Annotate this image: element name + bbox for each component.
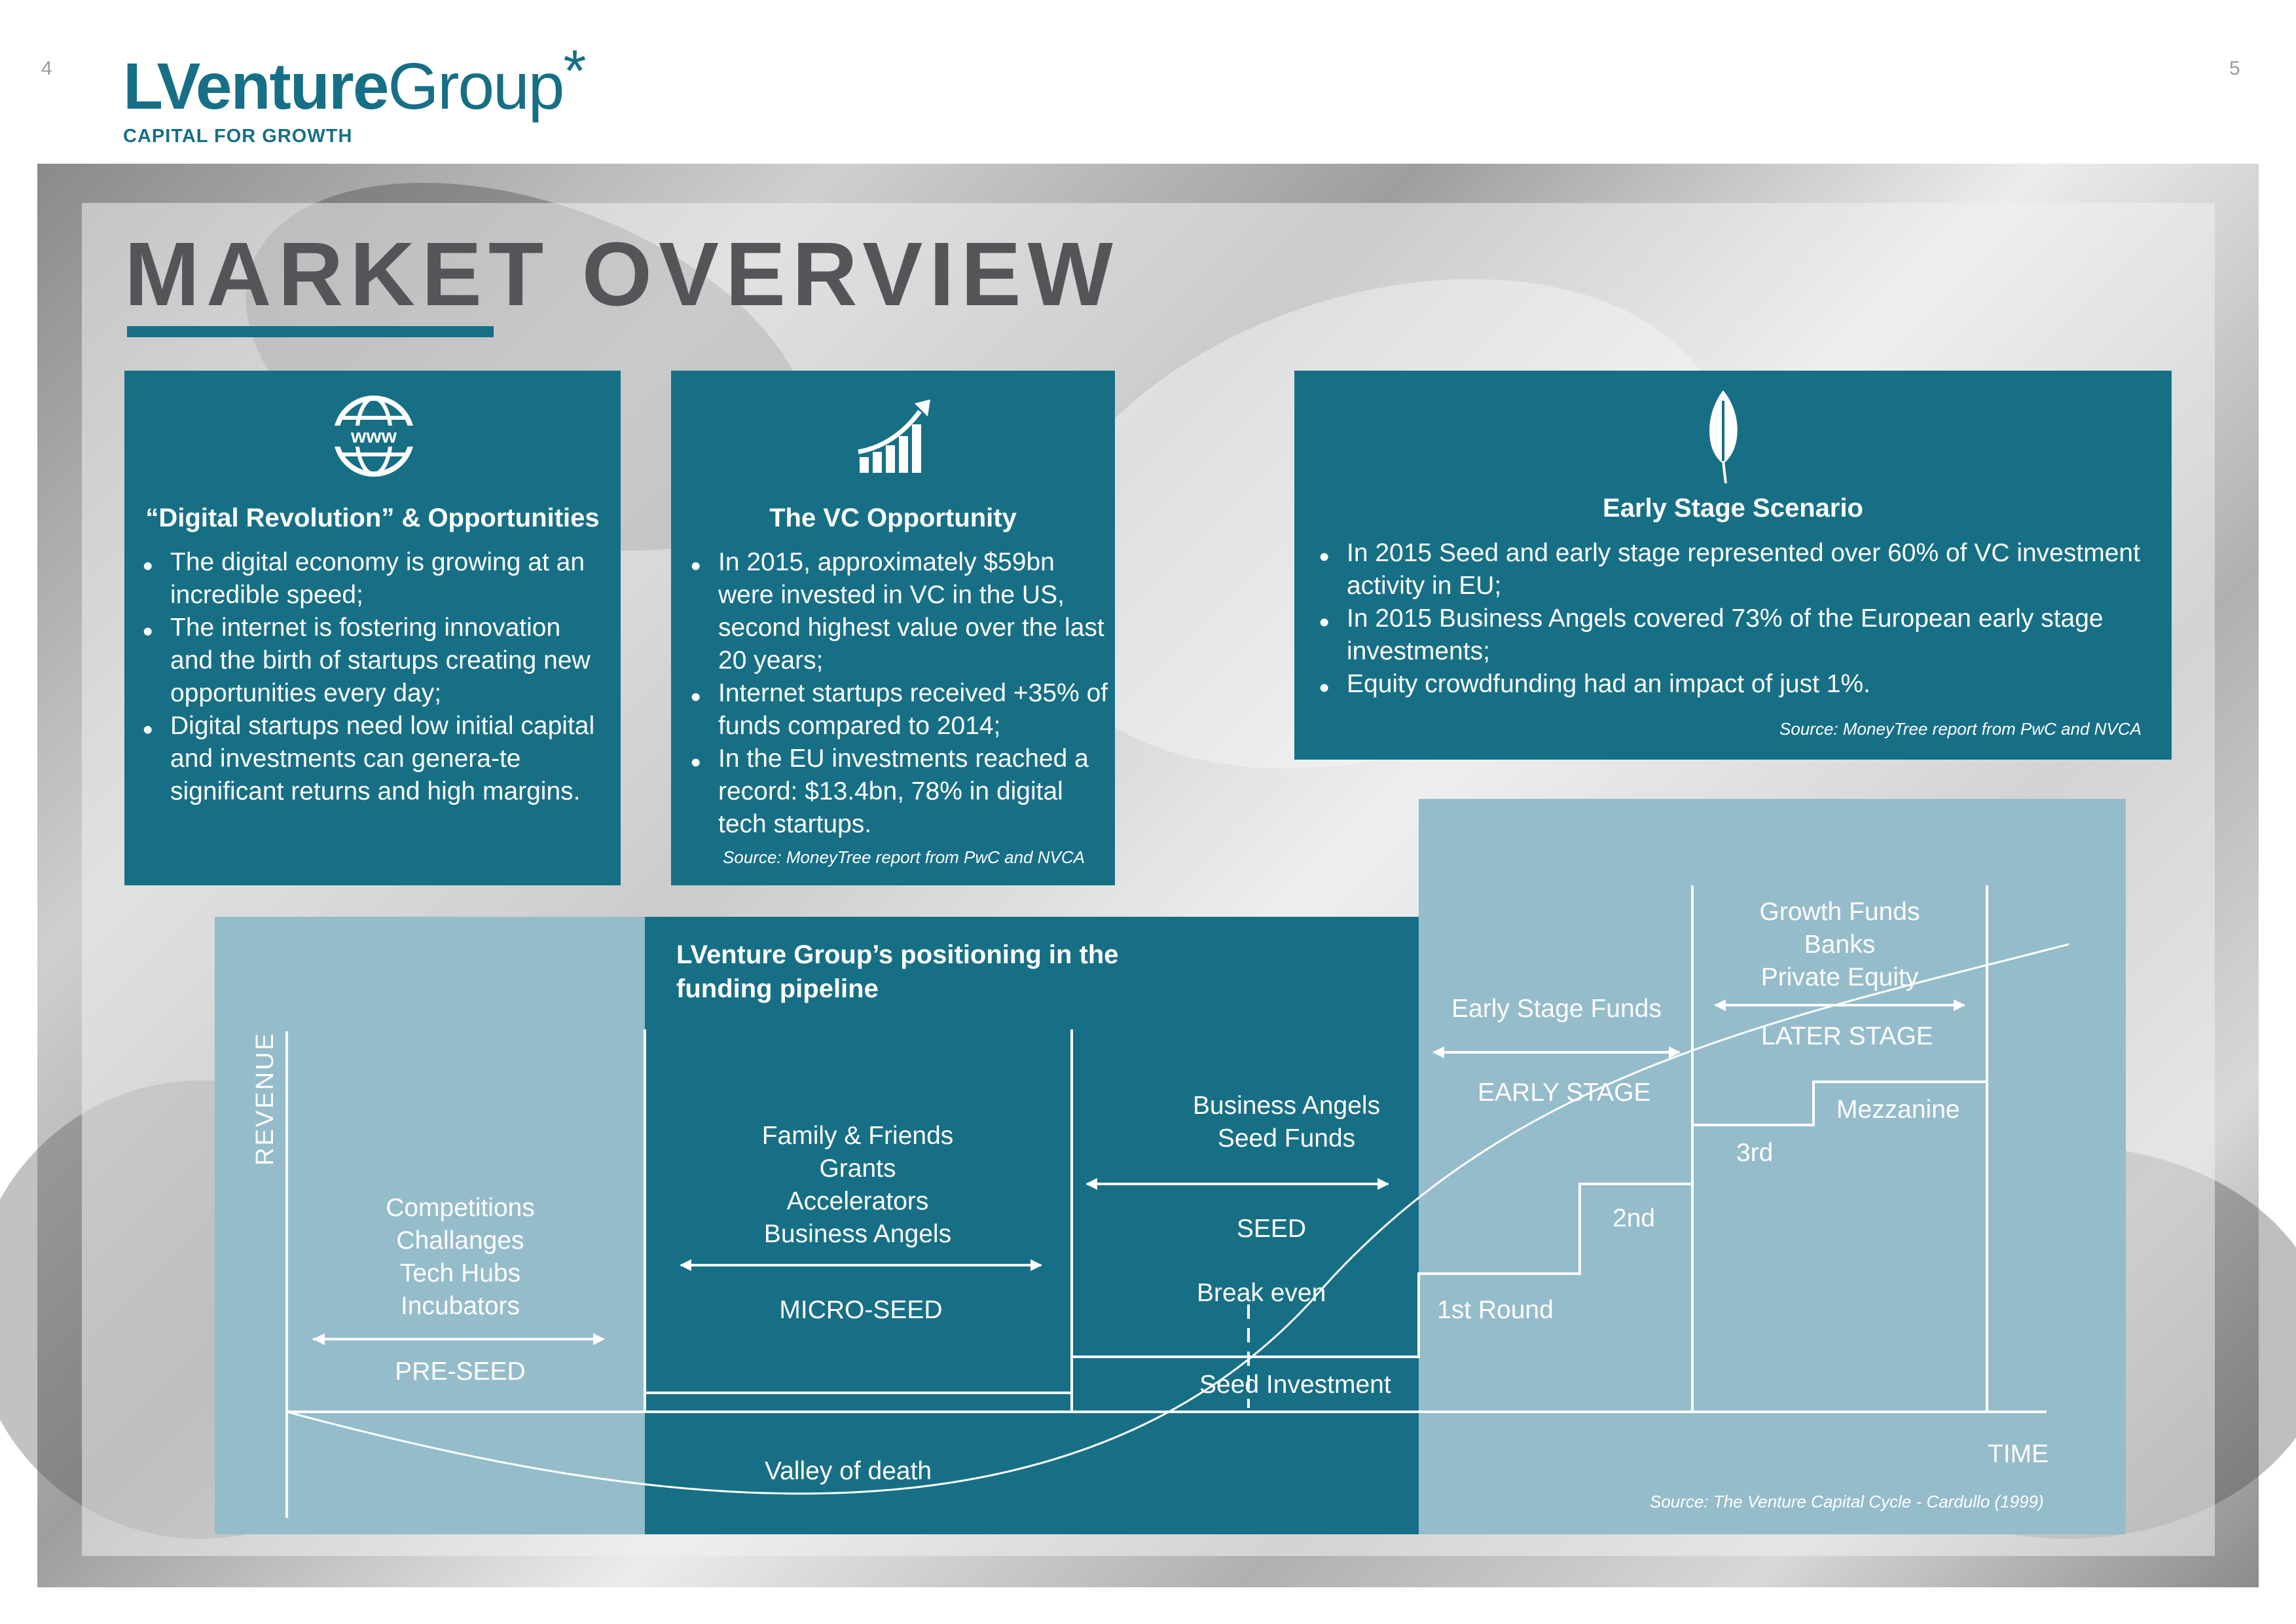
pre-seed-items: Competitions Challanges Tech Hubs Incuba… bbox=[346, 1192, 575, 1323]
list-item: Business Angels bbox=[763, 1220, 952, 1248]
seed-investment-label: Seed Investment bbox=[1199, 1371, 1391, 1399]
x-axis-label: TIME bbox=[1988, 1440, 2049, 1468]
card-early-stage: Early Stage Scenario In 2015 Seed and ea… bbox=[1294, 371, 2172, 760]
page-title: MARKET OVERVIEW bbox=[124, 224, 1120, 325]
list-item: Banks bbox=[1804, 931, 1876, 959]
pre-seed-stage: PRE-SEED bbox=[395, 1357, 526, 1386]
later-stage-label: LATER STAGE bbox=[1761, 1022, 1933, 1050]
logo-word-regular: Group bbox=[388, 50, 564, 123]
seed-stage: SEED bbox=[1236, 1215, 1307, 1243]
micro-seed-stage: MICRO-SEED bbox=[779, 1296, 943, 1324]
pipeline-heading: LVenture Group’s positioning in the fund… bbox=[676, 940, 1119, 1003]
bullet-list: The digital economy is growing at an inc… bbox=[143, 546, 601, 808]
list-item: Growth Funds bbox=[1759, 898, 1920, 926]
list-item: Tech Hubs bbox=[399, 1259, 521, 1287]
bullet-list: In 2015 Seed and early stage represented… bbox=[1319, 537, 2151, 705]
logo-word-bold: LVenture bbox=[123, 50, 389, 123]
www-globe-icon: www bbox=[332, 394, 416, 478]
list-item: In 2015 Seed and early stage represented… bbox=[1319, 537, 2151, 602]
list-item: Challanges bbox=[396, 1227, 524, 1255]
mezzanine-label: Mezzanine bbox=[1836, 1096, 1960, 1124]
later-stage-items: Growth Funds Banks Private Equity bbox=[1722, 896, 1958, 994]
list-item: Equity crowdfunding had an impact of jus… bbox=[1319, 668, 2151, 705]
list-item: The digital economy is growing at an inc… bbox=[143, 546, 601, 612]
growth-chart-icon bbox=[856, 397, 934, 474]
svg-text:www: www bbox=[350, 426, 397, 447]
list-item: Incubators bbox=[400, 1292, 520, 1320]
title-underline bbox=[127, 326, 494, 337]
list-item: The internet is fostering innovation and… bbox=[143, 612, 601, 710]
list-item: In the EU investments reached a record: … bbox=[691, 743, 1110, 841]
list-item: In 2015 Business Angels covered 73% of t… bbox=[1319, 602, 2151, 668]
early-stage-funds-label: Early Stage Funds bbox=[1451, 995, 1662, 1023]
break-even-label: Break even bbox=[1197, 1279, 1326, 1307]
list-item: Seed Funds bbox=[1217, 1124, 1356, 1153]
list-item: Private Equity bbox=[1760, 963, 1919, 991]
y-axis-label: REVENUE bbox=[251, 1031, 279, 1166]
card-vc-opportunity: The VC Opportunity In 2015, approximatel… bbox=[671, 371, 1115, 885]
list-item: Digital startups need low initial capita… bbox=[143, 710, 601, 808]
card-digital-revolution: www “Digital Revolution” & Opportunities… bbox=[124, 371, 621, 885]
company-logo: LVentureGroup* CAPITAL FOR GROWTH bbox=[123, 42, 586, 147]
list-item: Internet startups received +35% of funds… bbox=[691, 677, 1110, 743]
card-title: “Digital Revolution” & Opportunities bbox=[145, 504, 600, 532]
list-item: Competitions bbox=[386, 1194, 535, 1222]
lventure-positioning-panel bbox=[645, 917, 1419, 1534]
seed-items: Business Angels Seed Funds bbox=[1165, 1090, 1408, 1155]
source-note: Source: MoneyTree report from PwC and NV… bbox=[1779, 719, 2141, 739]
logo-tagline: CAPITAL FOR GROWTH bbox=[123, 126, 353, 147]
funding-steps-line bbox=[645, 1080, 1987, 1394]
card-title: Early Stage Scenario bbox=[1603, 494, 1863, 523]
leaf-icon bbox=[1704, 388, 1745, 485]
page-number-right: 5 bbox=[2229, 58, 2240, 79]
bullet-list: In 2015, approximately $59bn were invest… bbox=[691, 546, 1110, 841]
logo-star-icon: * bbox=[563, 39, 586, 104]
early-stage-label: EARLY STAGE bbox=[1478, 1079, 1651, 1107]
third-round-label: 3rd bbox=[1736, 1139, 1774, 1167]
revenue-curve bbox=[286, 943, 2069, 1495]
list-item: Family & Friends bbox=[761, 1122, 954, 1150]
source-note: Source: MoneyTree report from PwC and NV… bbox=[723, 847, 1085, 867]
list-item: Business Angels bbox=[1192, 1092, 1381, 1120]
list-item: In 2015, approximately $59bn were invest… bbox=[691, 546, 1110, 677]
card-title: The VC Opportunity bbox=[769, 504, 1017, 532]
list-item: Accelerators bbox=[786, 1187, 929, 1215]
page-number-left: 4 bbox=[41, 58, 52, 79]
list-item: Grants bbox=[819, 1154, 896, 1183]
second-round-label: 2nd bbox=[1613, 1204, 1656, 1232]
pipeline-source-note: Source: The Venture Capital Cycle - Card… bbox=[1650, 1492, 2044, 1511]
valley-of-death-label: Valley of death bbox=[765, 1457, 932, 1485]
first-round-label: 1st Round bbox=[1437, 1296, 1554, 1324]
micro-seed-items: Family & Friends Grants Accelerators Bus… bbox=[727, 1120, 989, 1251]
